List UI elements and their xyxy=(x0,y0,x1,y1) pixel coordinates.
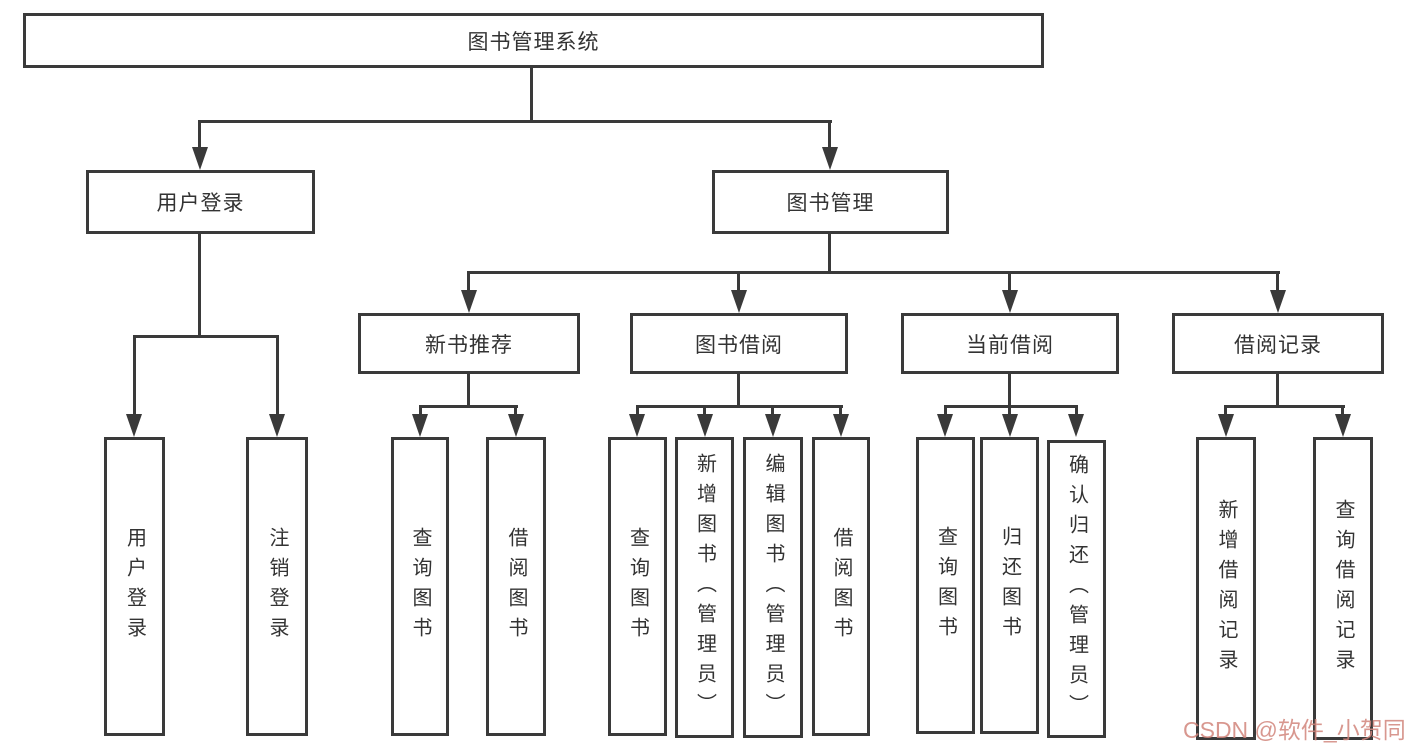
connector-root-feed xyxy=(530,68,533,121)
connector-hline xyxy=(636,405,843,408)
leaf-logout: 注销登录 xyxy=(246,437,308,736)
connector-drop xyxy=(771,405,774,415)
connector-drop xyxy=(419,405,422,415)
connector-hline xyxy=(419,405,518,408)
connector-feed xyxy=(467,374,470,407)
leaf-query-books-recommend-label: 查询图书 xyxy=(409,526,431,647)
leaf-logout-label: 注销登录 xyxy=(266,526,288,647)
connector-drop xyxy=(839,405,842,415)
arrowhead-down-icon xyxy=(461,290,477,313)
arrowhead-down-icon xyxy=(192,147,208,170)
node-new-book-recommend: 新书推荐 xyxy=(358,313,580,374)
leaf-return-books-label: 归还图书 xyxy=(998,525,1021,646)
leaf-query-books-borrowing-label: 查询图书 xyxy=(626,526,649,647)
arrowhead-down-icon xyxy=(822,147,838,170)
arrowhead-down-icon xyxy=(126,414,142,437)
leaf-user-login-label: 用户登录 xyxy=(123,526,146,647)
connector-hline xyxy=(1224,405,1345,408)
connector-bookmgmt-feed xyxy=(828,234,831,273)
arrowhead-down-icon xyxy=(1270,290,1286,313)
connector-userlogin-hline xyxy=(133,335,279,338)
node-book-management: 图书管理 xyxy=(712,170,949,234)
arrowhead-down-icon xyxy=(731,290,747,313)
leaf-confirm-return-admin: 确认归还（管理员） xyxy=(1047,440,1106,738)
node-book-management-label: 图书管理 xyxy=(786,192,875,215)
node-borrowing-records: 借阅记录 xyxy=(1172,313,1384,374)
connector-hline xyxy=(944,405,1078,408)
leaf-user-login: 用户登录 xyxy=(104,437,165,736)
connector-drop xyxy=(1276,271,1279,292)
arrowhead-down-icon xyxy=(833,414,849,437)
connector-drop xyxy=(198,120,201,149)
leaf-borrow-books-recommend-label: 借阅图书 xyxy=(505,526,527,647)
node-user-login-label: 用户登录 xyxy=(156,192,245,215)
connector-drop xyxy=(944,405,947,415)
arrowhead-down-icon xyxy=(937,414,953,437)
connector-drop xyxy=(828,120,831,149)
leaf-query-books-recommend: 查询图书 xyxy=(391,437,449,736)
node-root-label: 图书管理系统 xyxy=(467,30,600,54)
connector-drop xyxy=(133,335,136,415)
leaf-borrow-books-recommend: 借阅图书 xyxy=(486,437,546,736)
connector-drop xyxy=(1008,405,1011,415)
arrowhead-down-icon xyxy=(697,414,713,437)
node-book-borrowing: 图书借阅 xyxy=(630,313,848,374)
leaf-add-borrow-record-label: 新增借阅记录 xyxy=(1215,498,1237,679)
connector-drop xyxy=(1341,405,1344,415)
leaf-query-borrow-record: 查询借阅记录 xyxy=(1313,437,1373,740)
connector-drop xyxy=(514,405,517,415)
connector-level2-hline xyxy=(198,120,832,123)
node-current-borrowing-label: 当前借阅 xyxy=(966,333,1054,357)
leaf-edit-book-admin-label: 编辑图书（管理员） xyxy=(762,452,784,723)
connector-drop xyxy=(276,335,279,415)
arrowhead-down-icon xyxy=(1068,414,1084,437)
connector-userlogin-feed xyxy=(198,234,201,337)
node-current-borrowing: 当前借阅 xyxy=(901,313,1119,374)
leaf-query-books-borrowing: 查询图书 xyxy=(608,437,667,736)
connector-drop xyxy=(1075,405,1078,415)
connector-drop xyxy=(1008,271,1011,292)
leaf-query-books-current: 查询图书 xyxy=(916,437,975,734)
connector-drop xyxy=(1224,405,1227,415)
connector-drop xyxy=(703,405,706,415)
node-new-book-recommend-label: 新书推荐 xyxy=(425,333,513,357)
csdn-watermark: CSDN @软件_小贺同学 xyxy=(1183,717,1405,743)
connector-feed xyxy=(737,374,740,407)
leaf-query-books-current-label: 查询图书 xyxy=(934,525,957,646)
arrowhead-down-icon xyxy=(508,414,524,437)
node-user-login: 用户登录 xyxy=(86,170,315,234)
arrowhead-down-icon xyxy=(1002,414,1018,437)
leaf-query-borrow-record-label: 查询借阅记录 xyxy=(1332,498,1354,679)
leaf-add-book-admin: 新增图书（管理员） xyxy=(675,437,734,738)
connector-feed xyxy=(1276,374,1279,407)
arrowhead-down-icon xyxy=(1002,290,1018,313)
connector-level3-hline xyxy=(467,271,1280,274)
leaf-edit-book-admin: 编辑图书（管理员） xyxy=(743,437,803,738)
arrowhead-down-icon xyxy=(765,414,781,437)
arrowhead-down-icon xyxy=(1218,414,1234,437)
leaf-borrow-books: 借阅图书 xyxy=(812,437,870,736)
arrowhead-down-icon xyxy=(1335,414,1351,437)
connector-feed xyxy=(1008,374,1011,407)
node-borrowing-records-label: 借阅记录 xyxy=(1234,333,1322,357)
leaf-add-borrow-record: 新增借阅记录 xyxy=(1196,437,1256,740)
leaf-borrow-books-label: 借阅图书 xyxy=(830,526,852,647)
leaf-confirm-return-admin-label: 确认归还（管理员） xyxy=(1065,454,1088,724)
connector-drop xyxy=(737,271,740,292)
arrowhead-down-icon xyxy=(269,414,285,437)
connector-drop xyxy=(467,271,470,292)
leaf-add-book-admin-label: 新增图书（管理员） xyxy=(693,452,716,723)
arrowhead-down-icon xyxy=(412,414,428,437)
arrowhead-down-icon xyxy=(629,414,645,437)
connector-drop xyxy=(636,405,639,415)
leaf-return-books: 归还图书 xyxy=(980,437,1039,734)
node-book-borrowing-label: 图书借阅 xyxy=(695,333,783,357)
node-root: 图书管理系统 xyxy=(23,13,1044,68)
